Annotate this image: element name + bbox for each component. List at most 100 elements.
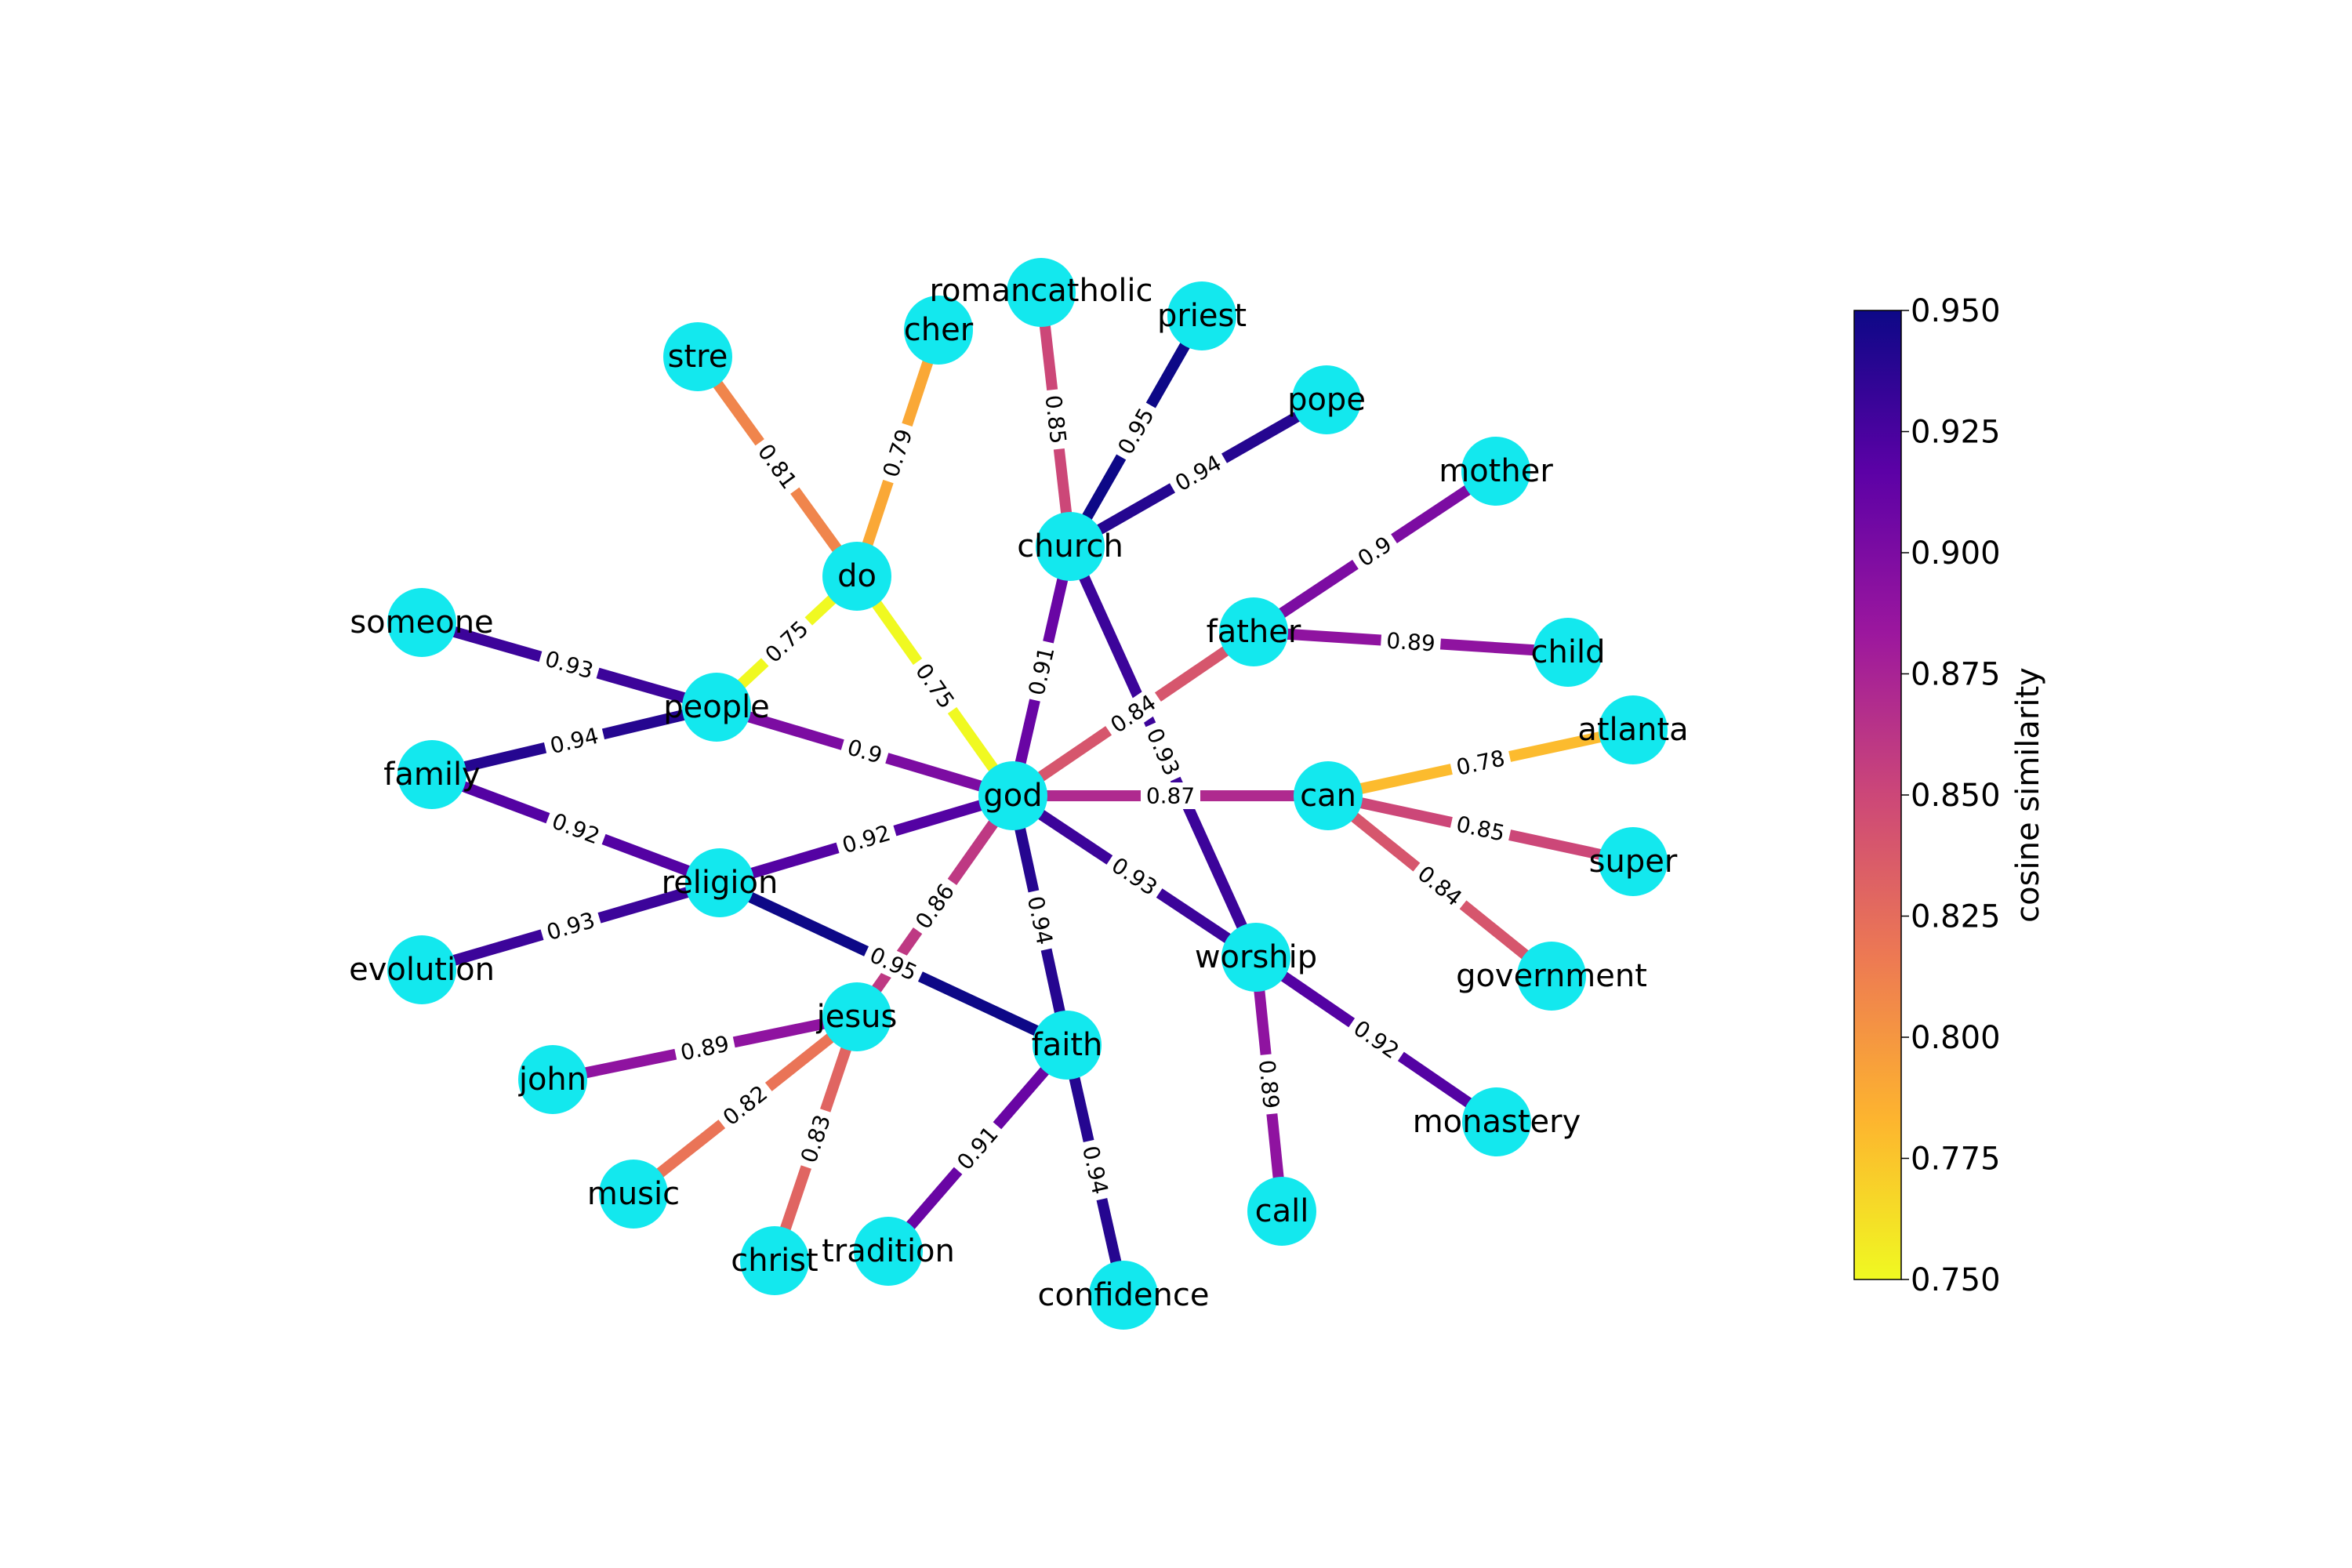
node-circle bbox=[740, 1226, 809, 1295]
edge-weight-text: 0.94 bbox=[1077, 1143, 1113, 1196]
node-label: priest bbox=[1157, 298, 1247, 334]
node-circle bbox=[1007, 258, 1076, 327]
node-circle bbox=[1036, 512, 1105, 581]
edge-label-background bbox=[906, 874, 964, 938]
edge-label-stre-do: 0.81 bbox=[749, 434, 806, 499]
node-circle bbox=[682, 673, 751, 742]
edge-label-background bbox=[542, 720, 607, 761]
node-circle bbox=[1517, 942, 1586, 1011]
colorbar-tick-label: 0.750 bbox=[1911, 1262, 2001, 1298]
node-circle bbox=[599, 1160, 668, 1229]
node-cher: cher bbox=[904, 296, 974, 365]
edge-label-background bbox=[536, 644, 602, 686]
edge-label-church-god: 0.91 bbox=[1022, 639, 1062, 703]
edge-label-cher-do: 0.79 bbox=[875, 420, 920, 486]
colorbar-ticks: 0.7500.7750.8000.8250.8500.8750.9000.925… bbox=[1901, 293, 2001, 1298]
node-label: cher bbox=[904, 312, 974, 348]
edge-label-background bbox=[793, 1106, 838, 1171]
edge-label-background bbox=[833, 818, 899, 861]
node-label: evolution bbox=[349, 952, 495, 988]
edge-label-background bbox=[1076, 1138, 1115, 1203]
node-label: faith bbox=[1032, 1027, 1103, 1063]
node-monastery: monastery bbox=[1413, 1087, 1581, 1156]
edge-weight-text: 0.92 bbox=[549, 808, 604, 850]
node-label: family bbox=[383, 757, 480, 793]
node-label: do bbox=[837, 558, 877, 594]
edge-label-church-worship: 0.93 bbox=[1138, 719, 1188, 785]
edge-label-background bbox=[1448, 809, 1513, 848]
edge-weight-text: 0.95 bbox=[866, 942, 920, 985]
edge-label-pope-church: 0.94 bbox=[1166, 446, 1231, 500]
node-confidence: confidence bbox=[1038, 1261, 1210, 1330]
node-label: romancatholic bbox=[929, 273, 1152, 309]
edge-label-background bbox=[749, 434, 806, 499]
edge-label-background bbox=[1252, 1053, 1286, 1116]
edge-label-religion-faith: 0.95 bbox=[860, 939, 927, 989]
node-call: call bbox=[1247, 1177, 1316, 1246]
node-jesus: jesus bbox=[816, 982, 897, 1051]
edge-label-background bbox=[1102, 848, 1167, 905]
node-circle bbox=[1033, 1011, 1102, 1080]
edge-weight-text: 0.91 bbox=[1023, 644, 1059, 698]
node-can: can bbox=[1294, 761, 1363, 830]
node-do: do bbox=[822, 542, 891, 611]
node-worship: worship bbox=[1195, 923, 1317, 992]
node-label: father bbox=[1207, 614, 1301, 650]
node-circle bbox=[1461, 437, 1530, 506]
edge-label-family-religion: 0.92 bbox=[543, 805, 609, 852]
edge-label-background bbox=[1039, 388, 1073, 451]
node-tradition: tradition bbox=[822, 1217, 955, 1286]
node-label: tradition bbox=[822, 1233, 955, 1269]
edge-label-can-atlanta: 0.78 bbox=[1448, 743, 1513, 782]
node-circle bbox=[1219, 597, 1288, 666]
colorbar-tick-label: 0.825 bbox=[1911, 899, 2001, 935]
edge-label-religion-god: 0.92 bbox=[833, 818, 899, 861]
node-label: call bbox=[1255, 1193, 1309, 1229]
node-label: church bbox=[1017, 528, 1123, 564]
node-circle bbox=[1462, 1087, 1531, 1156]
node-stre: stre bbox=[663, 322, 732, 391]
edge-weight-text: 0.89 bbox=[678, 1031, 731, 1066]
edge-label-god-jesus: 0.86 bbox=[906, 874, 964, 938]
edge-label-background bbox=[1022, 639, 1062, 703]
edge-label-can-government: 0.84 bbox=[1408, 856, 1472, 916]
edge-label-background bbox=[543, 805, 609, 852]
node-label: music bbox=[587, 1176, 680, 1212]
node-label: super bbox=[1589, 844, 1678, 880]
node-government: government bbox=[1456, 942, 1647, 1011]
node-label: john bbox=[518, 1062, 586, 1098]
node-label: pope bbox=[1287, 382, 1366, 418]
node-label: religion bbox=[662, 865, 779, 901]
edge-label-background bbox=[538, 905, 604, 948]
node-atlanta: atlanta bbox=[1577, 695, 1689, 764]
node-christ: christ bbox=[731, 1226, 818, 1295]
edge-weight-text: 0.78 bbox=[1454, 745, 1508, 780]
node-family: family bbox=[383, 740, 481, 809]
edge-label-someone-people: 0.93 bbox=[536, 644, 602, 686]
node-music: music bbox=[587, 1160, 680, 1229]
node-label: confidence bbox=[1038, 1277, 1210, 1313]
node-label: worship bbox=[1195, 939, 1317, 975]
node-circle bbox=[1292, 365, 1361, 434]
node-circle bbox=[387, 935, 456, 1004]
node-john: john bbox=[518, 1045, 587, 1114]
edge-label-background bbox=[673, 1029, 737, 1068]
node-faith: faith bbox=[1032, 1011, 1103, 1080]
edge-label-background bbox=[1141, 782, 1200, 809]
node-circle bbox=[978, 761, 1047, 830]
edge-label-christ-jesus: 0.83 bbox=[793, 1106, 838, 1171]
edge-label-can-super: 0.85 bbox=[1448, 809, 1513, 848]
edge-weight-text: 0.85 bbox=[1040, 394, 1072, 445]
node-father: father bbox=[1207, 597, 1301, 666]
edge-weight-text: 0.89 bbox=[1254, 1058, 1284, 1109]
node-god: god bbox=[978, 761, 1047, 830]
edge-label-background bbox=[1138, 719, 1188, 785]
colorbar: 0.7500.7750.8000.8250.8500.8750.9000.925… bbox=[1853, 293, 2046, 1298]
colorbar-tick-label: 0.900 bbox=[1911, 535, 2001, 572]
edge-label-background bbox=[838, 731, 891, 771]
edge-weight-text: 0.9 bbox=[844, 734, 885, 768]
edge-label-background bbox=[1344, 1011, 1409, 1068]
node-label: people bbox=[663, 689, 770, 725]
